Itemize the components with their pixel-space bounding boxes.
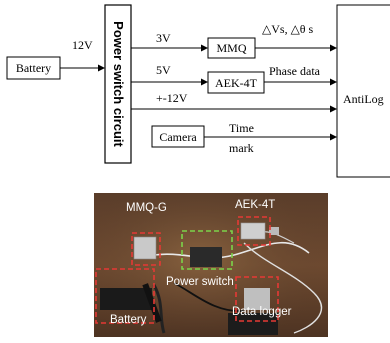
photo-label-data-logger: Data logger bbox=[232, 306, 292, 318]
antilog-box bbox=[336, 4, 390, 178]
pm12v-label: +-12V bbox=[156, 91, 188, 105]
phase-data-label: Phase data bbox=[269, 64, 321, 78]
antenna-device bbox=[142, 283, 162, 323]
battery-highlight bbox=[95, 268, 155, 324]
aek-4t-device bbox=[240, 222, 266, 240]
data-logger-device bbox=[228, 313, 278, 335]
mmq-label: MMQ bbox=[216, 41, 246, 55]
photo-label-mmq-g: MMQ-G bbox=[126, 202, 167, 214]
input-voltage-label: 12V bbox=[72, 38, 93, 52]
wire bbox=[153, 241, 310, 259]
data-logger-top bbox=[244, 288, 270, 310]
battery-device bbox=[100, 288, 152, 310]
equipment-photo: MMQ-G AEK-4T Power switch Battery Data l… bbox=[94, 193, 328, 337]
power-switch-device bbox=[190, 247, 222, 267]
aek-4t-highlight bbox=[237, 216, 271, 246]
power-switch-box bbox=[104, 4, 132, 164]
power-switch-highlight bbox=[181, 230, 233, 270]
photo-label-battery: Battery bbox=[110, 314, 147, 326]
antilog-label: AntiLog bbox=[343, 92, 384, 106]
camera-label: Camera bbox=[159, 130, 197, 144]
mmq-g-highlight bbox=[131, 232, 161, 266]
v5-label: 5V bbox=[156, 63, 171, 77]
data-logger-highlight bbox=[235, 276, 279, 322]
aek-label: AEK-4T bbox=[215, 76, 258, 90]
photo-label-power-switch: Power switch bbox=[166, 276, 234, 288]
time-mark-label-1: Time bbox=[229, 121, 254, 135]
mmq-g-device bbox=[133, 236, 157, 260]
wire bbox=[152, 284, 166, 334]
block-diagram: Battery 12V Power switch circuit AntiLog… bbox=[6, 4, 390, 178]
time-mark-label-2: mark bbox=[229, 141, 254, 155]
wire bbox=[243, 242, 322, 334]
v3-label: 3V bbox=[156, 31, 171, 45]
power-switch-label: Power switch circuit bbox=[111, 21, 126, 147]
photo-label-aek-4t: AEK-4T bbox=[235, 199, 275, 211]
battery-label: Battery bbox=[16, 61, 51, 75]
mmq-output-label: △Vs, △θ s bbox=[262, 22, 314, 36]
aek-4t-device-part bbox=[269, 227, 279, 235]
